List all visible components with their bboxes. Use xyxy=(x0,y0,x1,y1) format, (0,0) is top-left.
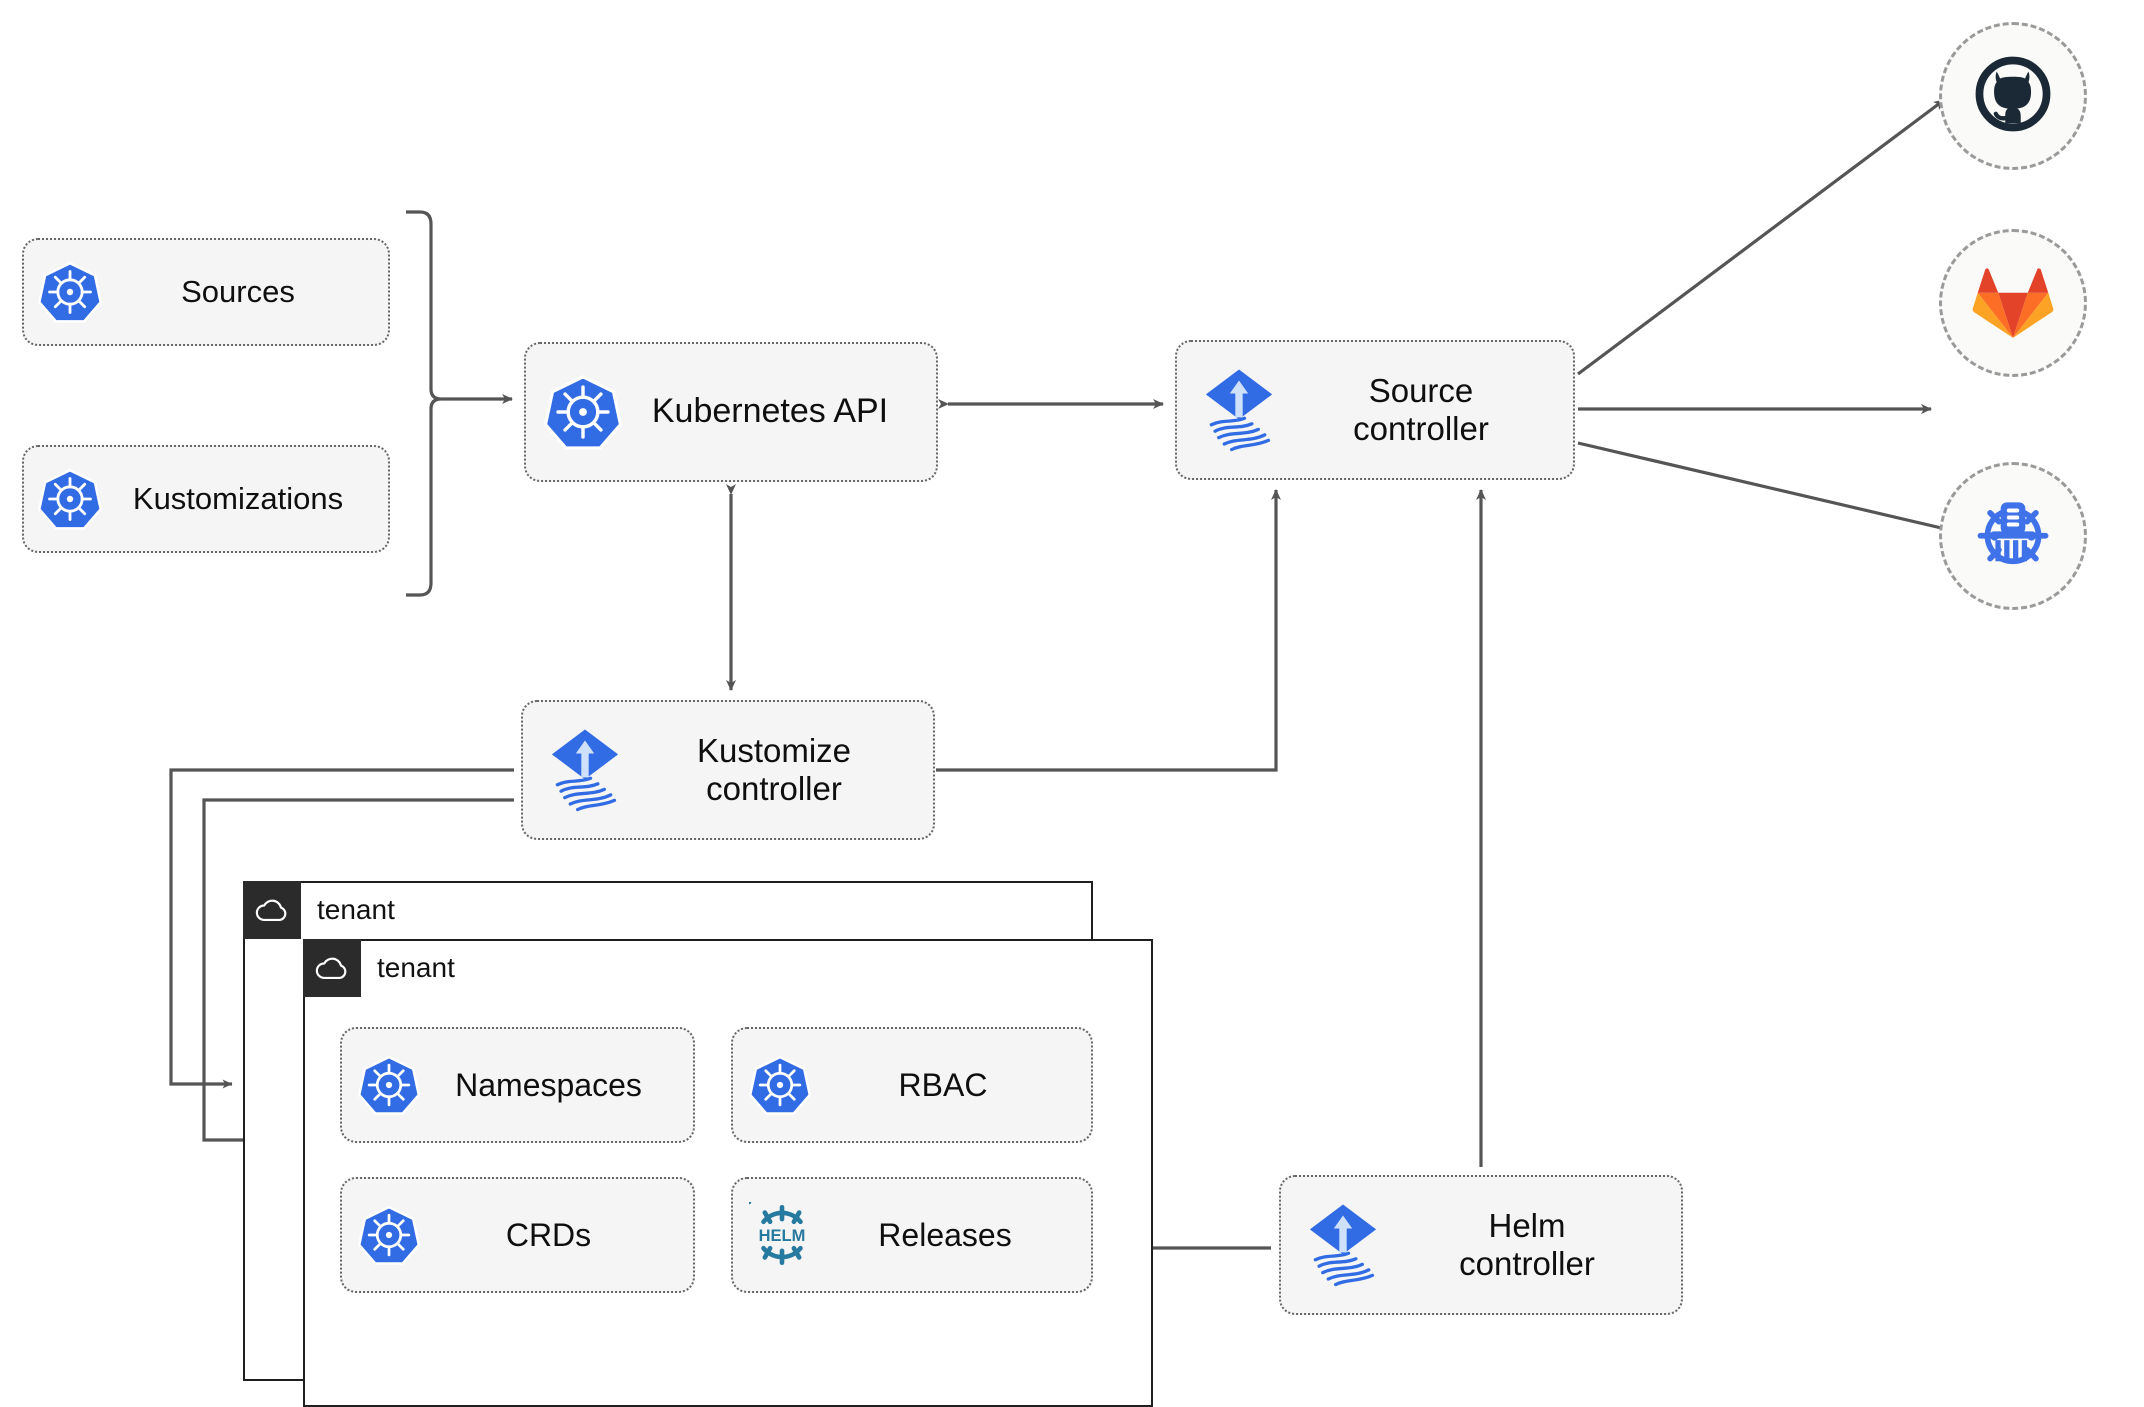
card-rbac-label: RBAC xyxy=(898,1066,988,1103)
cloud-icon xyxy=(303,939,361,997)
provider-gitlab[interactable] xyxy=(1939,229,2087,377)
card-namespaces-label: Namespaces xyxy=(455,1066,642,1103)
tenant-header: tenant xyxy=(303,939,455,997)
card-releases[interactable]: HELM Releases xyxy=(731,1177,1093,1293)
edge-kustctl-to-srcctl xyxy=(936,489,1281,772)
tenant-header: tenant xyxy=(243,881,395,939)
card-releases-label: Releases xyxy=(878,1216,1012,1253)
gitlab-icon xyxy=(1972,262,2054,345)
card-kustomizations[interactable]: Kustomizations xyxy=(22,445,390,553)
inputs-bracket xyxy=(406,210,442,597)
kubernetes-icon xyxy=(38,467,102,531)
edge-srcctl-to-github xyxy=(1577,98,1945,376)
node-source-controller-label: Source controller xyxy=(1353,372,1489,447)
node-source-controller[interactable]: Source controller xyxy=(1175,340,1575,480)
helm-repository-icon xyxy=(1969,490,2057,583)
tenant-group-front[interactable]: tenant xyxy=(303,939,1153,1407)
provider-github[interactable] xyxy=(1939,22,2087,170)
card-rbac[interactable]: RBAC xyxy=(731,1027,1093,1143)
node-helm-controller[interactable]: Helm controller xyxy=(1279,1175,1683,1315)
flux-icon xyxy=(1297,1199,1389,1291)
card-kustomizations-label: Kustomizations xyxy=(132,481,344,517)
provider-helm-repository[interactable] xyxy=(1939,462,2087,610)
card-namespaces[interactable]: Namespaces xyxy=(340,1027,695,1143)
card-crds[interactable]: CRDs xyxy=(340,1177,695,1293)
node-kustomize-controller-label: Kustomize controller xyxy=(696,732,852,807)
kubernetes-icon xyxy=(358,1204,420,1266)
kubernetes-icon xyxy=(749,1054,811,1116)
helm-icon: HELM xyxy=(749,1202,815,1268)
kubernetes-icon xyxy=(38,260,102,324)
tenant-label: tenant xyxy=(377,952,455,983)
kubernetes-icon xyxy=(544,373,622,451)
card-crds-label: CRDs xyxy=(505,1216,592,1253)
node-helm-controller-label: Helm controller xyxy=(1459,1207,1595,1282)
tenant-label: tenant xyxy=(317,894,395,925)
node-kubernetes-api-label: Kubernetes API xyxy=(651,392,889,431)
card-sources[interactable]: Sources xyxy=(22,238,390,346)
svg-text:HELM: HELM xyxy=(759,1227,806,1245)
card-sources-label: Sources xyxy=(181,274,295,310)
node-kubernetes-api[interactable]: Kubernetes API xyxy=(524,342,938,482)
kubernetes-icon xyxy=(358,1054,420,1116)
flux-icon xyxy=(539,724,631,816)
node-kustomize-controller[interactable]: Kustomize controller xyxy=(521,700,935,840)
cloud-icon xyxy=(243,881,301,939)
github-icon xyxy=(1970,51,2056,142)
edge-srcctl-to-bucket xyxy=(1577,441,1951,533)
flux-icon xyxy=(1193,364,1285,456)
